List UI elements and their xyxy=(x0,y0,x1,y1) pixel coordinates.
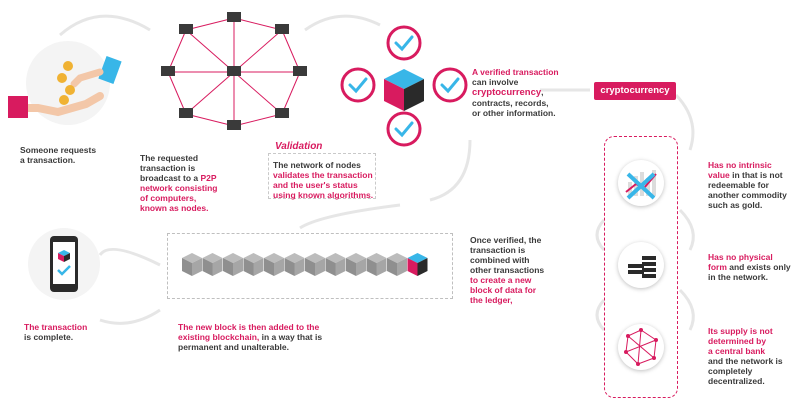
chain-block-cube xyxy=(223,253,243,276)
decentralized-badge xyxy=(618,324,664,370)
validation-box: The network of nodes validates the trans… xyxy=(268,153,376,200)
verification-cube-diagram xyxy=(340,25,470,155)
phone-check-icon xyxy=(50,236,78,292)
chain-block-cube xyxy=(387,253,407,276)
network-web-icon xyxy=(624,328,658,366)
verified-text: A verified transaction can involve crypt… xyxy=(472,67,559,118)
coin-stack-icon xyxy=(628,256,656,278)
chain-block-cube xyxy=(284,253,305,276)
p2p-network-diagram xyxy=(150,10,320,140)
prop3-text: Its supply is not determined by a centra… xyxy=(708,326,783,386)
verify-graphic xyxy=(340,25,468,147)
chain-block-cube xyxy=(202,253,223,276)
chain-block-cube xyxy=(366,253,387,276)
prop1-text: Has no intrinsic value in that is not re… xyxy=(708,160,787,210)
chart-cross-icon xyxy=(625,170,657,200)
new-block-cube xyxy=(407,253,428,276)
hand-coins-illustration xyxy=(8,38,128,128)
phone-badge xyxy=(28,228,100,300)
chain-block-cube xyxy=(182,253,202,276)
complete-text: The transaction is complete. xyxy=(24,322,88,342)
chain-block-cube xyxy=(325,253,346,276)
chain-block-cube xyxy=(305,253,325,276)
hand-icon xyxy=(8,41,122,125)
cryptocurrency-tag: cryptocurrency xyxy=(594,82,676,100)
prop2-text: Has no physical form and exists only in … xyxy=(708,252,791,282)
physical-form-badge xyxy=(618,242,664,288)
blockchain-box xyxy=(167,233,453,299)
chain-block-cube xyxy=(346,253,366,276)
properties-panel xyxy=(604,136,678,398)
intrinsic-value-badge xyxy=(618,160,664,206)
step2-text: The requested transaction is broadcast t… xyxy=(140,153,218,213)
combined-text: Once verified, the transaction is combin… xyxy=(470,235,545,305)
added-text: The new block is then added to the exist… xyxy=(178,322,323,352)
blockchain-cubes xyxy=(182,253,428,276)
chain-block-cube xyxy=(264,253,284,276)
validation-title: Validation xyxy=(272,141,326,152)
step1-text: Someone requests a transaction. xyxy=(20,145,97,165)
validation-text: The network of nodes validates the trans… xyxy=(273,160,374,200)
chain-block-cube xyxy=(243,253,264,276)
network-graph xyxy=(161,12,307,130)
